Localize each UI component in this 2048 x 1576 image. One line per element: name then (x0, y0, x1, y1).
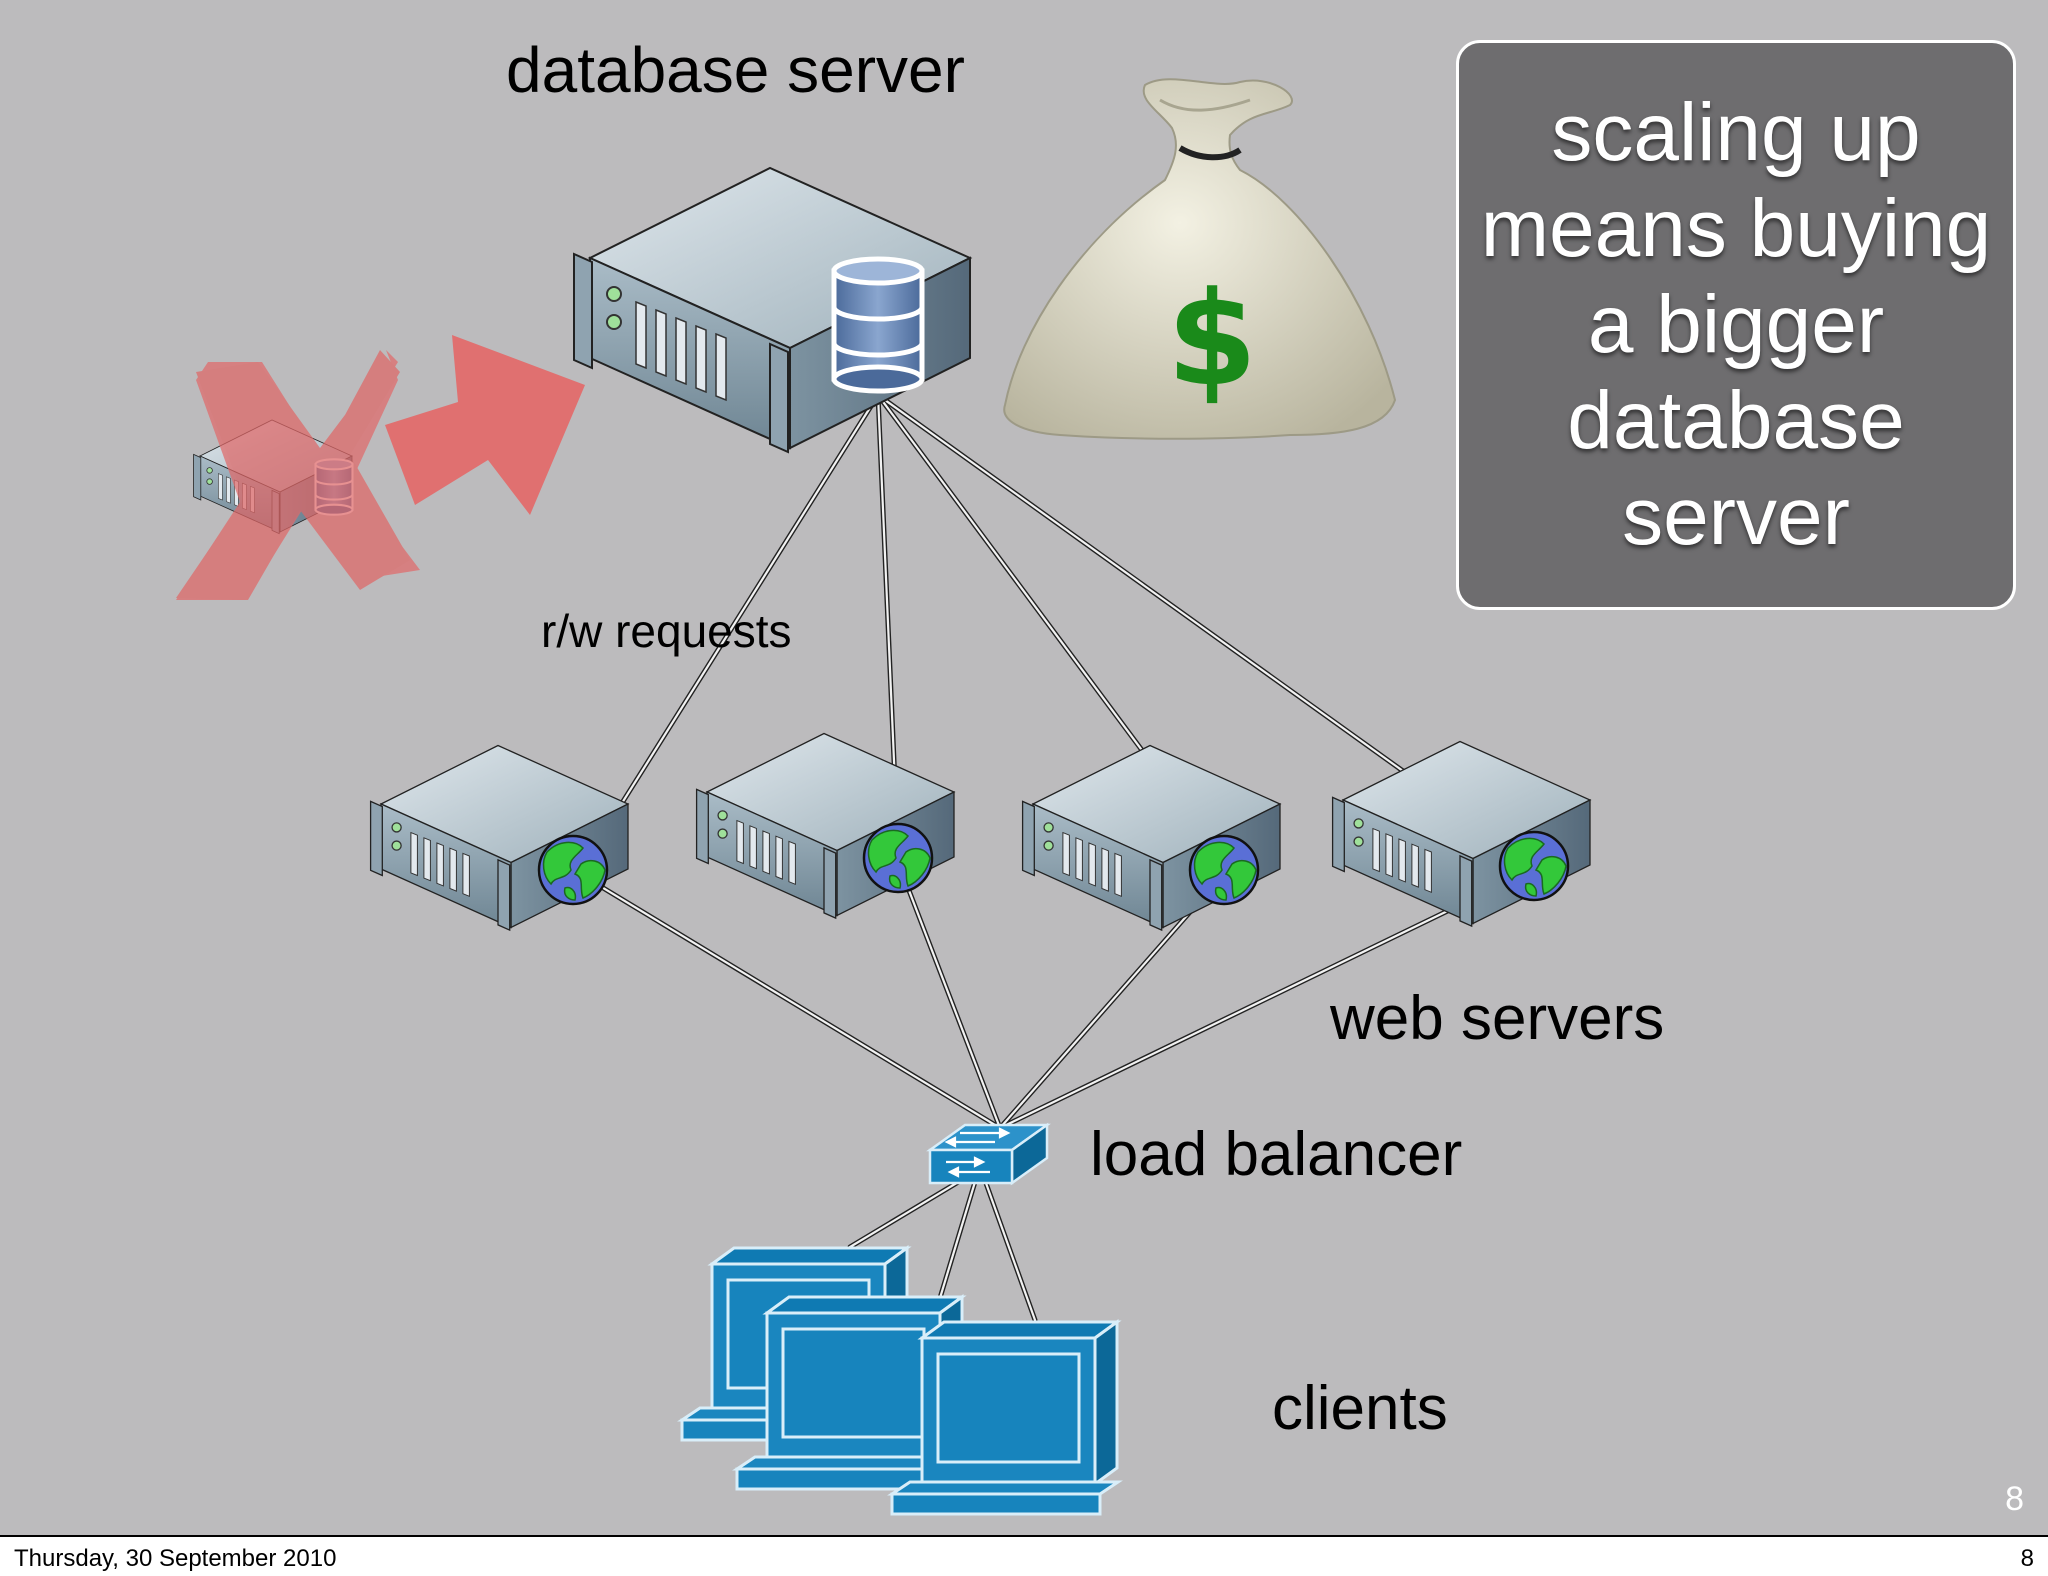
globe-icon (1498, 830, 1570, 902)
money-symbol: $ (1167, 263, 1257, 415)
globe-icon (862, 822, 934, 894)
load-balancer-label: load balancer (1090, 1120, 1463, 1189)
web-server-icon (695, 732, 955, 919)
slide: $ database server r/w requests web s (0, 0, 2048, 1535)
footer-page-number: 8 (2020, 1545, 2034, 1572)
callout-text: scaling up means buying a bigger databas… (1480, 87, 1992, 562)
rw-requests-label: r/w requests (541, 605, 792, 657)
web-server-icon (1021, 744, 1281, 931)
slide-number: 8 (2005, 1480, 2024, 1518)
web-server-icon (1331, 740, 1591, 927)
diagram-canvas: $ (176, 78, 1591, 1516)
load-balancer-icon (926, 1122, 1051, 1186)
callout-box: scaling up means buying a bigger databas… (1456, 40, 2016, 610)
client-computer-icon (890, 1320, 1120, 1516)
web-servers-label: web servers (1330, 984, 1665, 1053)
database-server-icon (573, 167, 971, 453)
money-bag-icon (1003, 78, 1397, 440)
globe-icon (537, 834, 609, 906)
globe-icon (1188, 834, 1260, 906)
arrow-icon (385, 335, 585, 515)
footer-date: Thursday, 30 September 2010 (14, 1545, 337, 1572)
web-server-icon (369, 744, 629, 931)
clients-label: clients (1272, 1374, 1448, 1443)
footer: Thursday, 30 September 2010 8 (0, 1535, 2048, 1576)
cross-icon (176, 350, 420, 600)
database-server-label: database server (506, 34, 965, 106)
